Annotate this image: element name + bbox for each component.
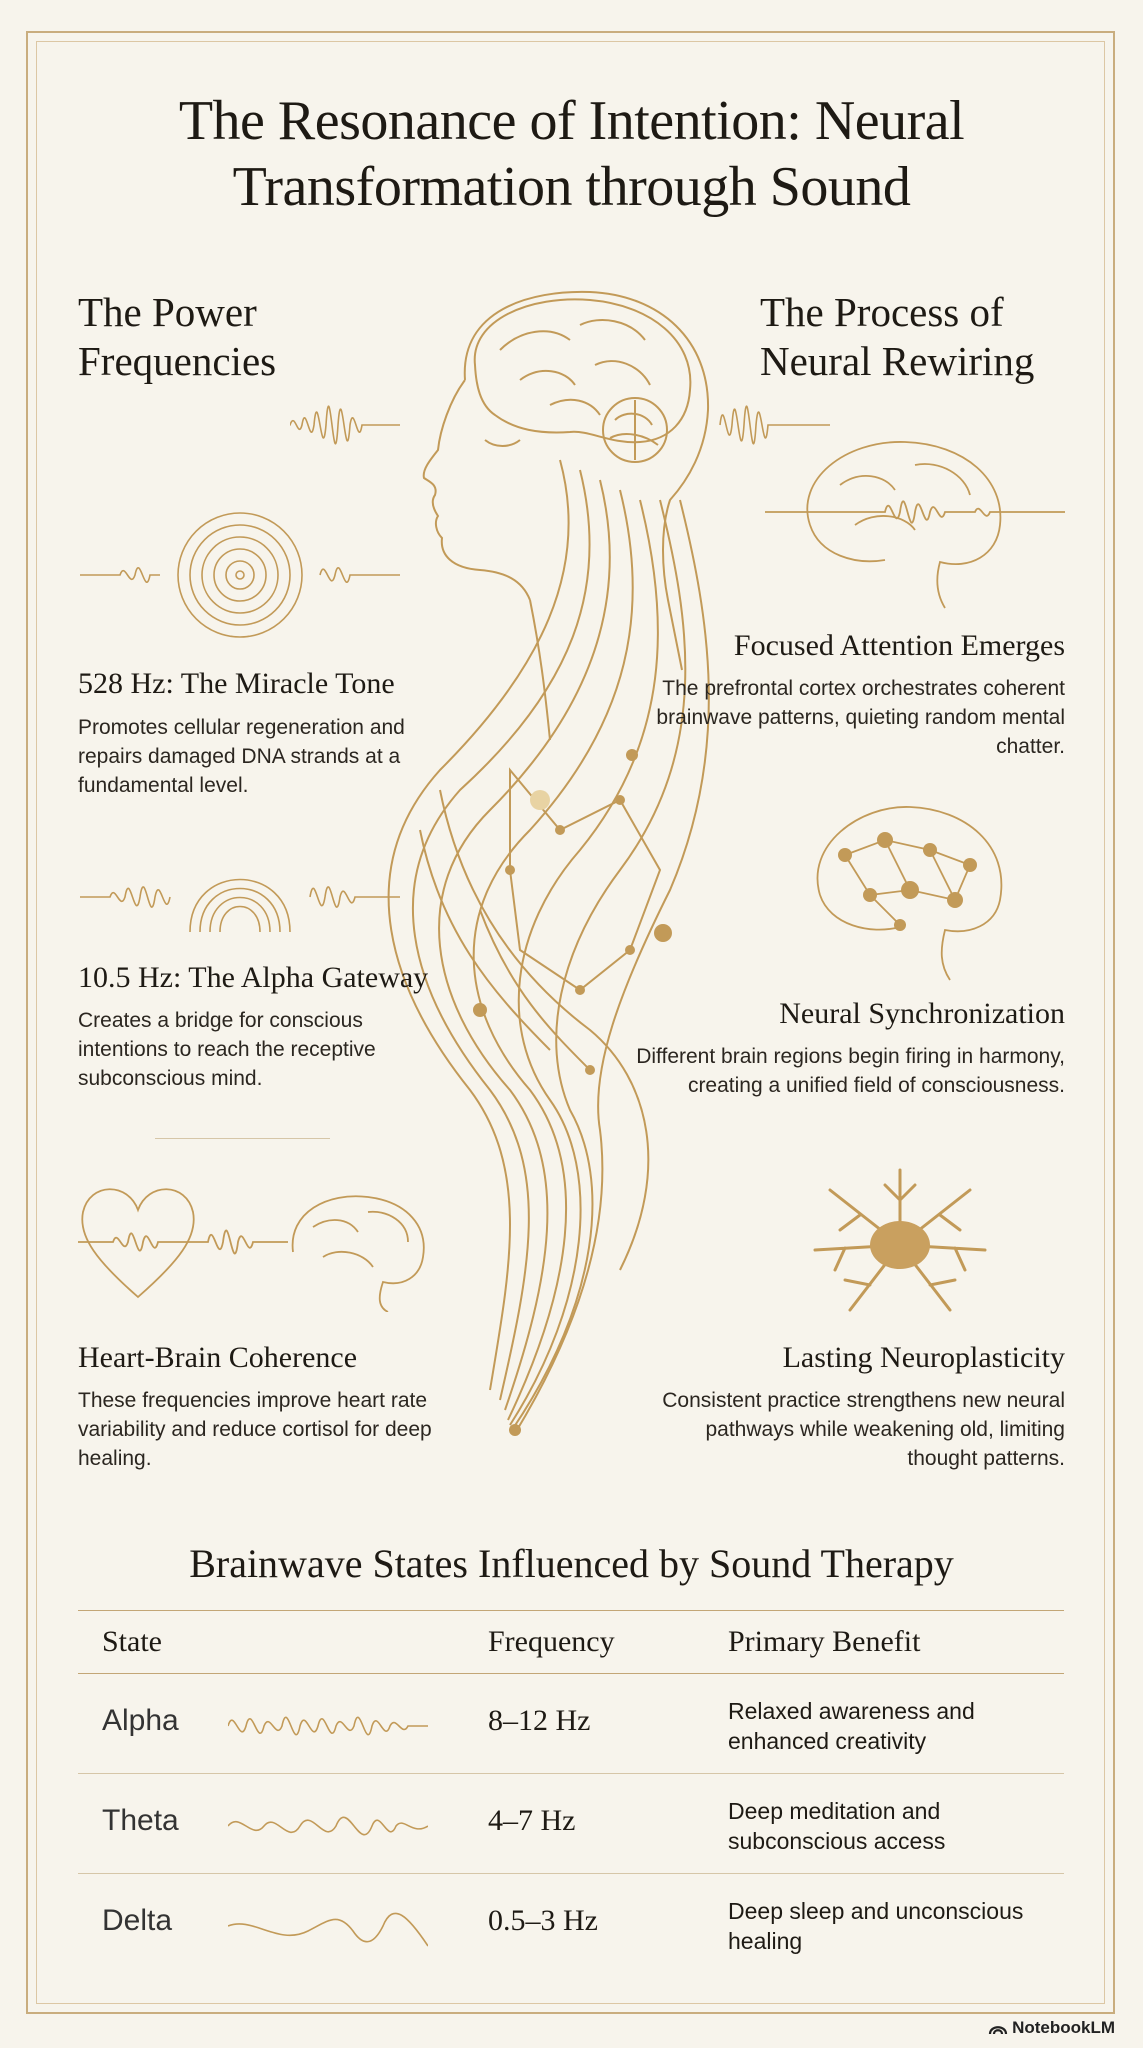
left-item-title: 528 Hz: The Miracle Tone <box>78 667 395 700</box>
brain-wave-icon <box>765 441 1065 609</box>
notebooklm-logo-icon <box>988 2026 1008 2035</box>
brain-network-icon <box>816 806 1003 981</box>
alpha-wave-icon <box>228 1716 428 1736</box>
left-item-desc: Creates a bridge for conscious intention… <box>78 1009 376 1090</box>
page-title: The Resonance of Intention: Neural Trans… <box>178 90 965 218</box>
state-cell: Theta <box>102 1804 179 1837</box>
right-item-title: Focused Attention Emerges <box>733 629 1065 662</box>
left-heading: The Power Frequencies <box>78 289 277 384</box>
right-item-desc: Consistent practice strengthens new neur… <box>662 1389 1065 1470</box>
left-item-desc: Promotes cellular regeneration and repai… <box>78 716 405 797</box>
right-item-desc: Different brain regions begin firing in … <box>636 1045 1065 1097</box>
table-row: Alpha 8–12 Hz Relaxed awareness and enha… <box>78 1674 1064 1774</box>
frequency-cell: 4–7 Hz <box>488 1804 576 1837</box>
table-header: State Frequency Primary Benefit <box>78 1610 1064 1674</box>
left-item-title: Heart-Brain Coherence <box>78 1341 358 1374</box>
heart-brain-icon <box>78 1188 425 1312</box>
right-item-desc: The prefrontal cortex orchestrates coher… <box>656 677 1065 758</box>
benefit-cell: Deep sleep and unconscious healing <box>728 1898 1024 1954</box>
head-silhouette-icon <box>290 290 830 1436</box>
spiral-wave-icon <box>80 512 400 638</box>
neuron-icon <box>813 1168 987 1312</box>
left-item-desc: These frequencies improve heart rate var… <box>78 1389 432 1470</box>
header-benefit: Primary Benefit <box>728 1625 921 1658</box>
theta-wave-icon <box>228 1816 428 1836</box>
inner-frame <box>36 41 1105 2004</box>
benefit-cell: Deep meditation and subconscious access <box>728 1798 946 1854</box>
frequency-cell: 8–12 Hz <box>488 1704 591 1737</box>
right-heading: The Process of Neural Rewiring <box>760 289 1035 384</box>
frequency-cell: 0.5–3 Hz <box>488 1904 598 1937</box>
left-item-title: 10.5 Hz: The Alpha Gateway <box>78 961 429 994</box>
brainwave-table: State Frequency Primary Benefit Alpha 8–… <box>78 1610 1064 1973</box>
right-item-title: Lasting Neuroplasticity <box>782 1341 1065 1374</box>
delta-wave-icon <box>228 1912 428 1947</box>
right-item-title: Neural Synchronization <box>779 997 1065 1030</box>
divider <box>155 1138 330 1139</box>
table-row: Delta 0.5–3 Hz Deep sleep and unconsciou… <box>78 1874 1064 1973</box>
footer-brand: NotebookLM <box>988 2018 1115 2038</box>
header-state: State <box>102 1625 162 1658</box>
table-row: Theta 4–7 Hz Deep meditation and subcons… <box>78 1774 1064 1874</box>
table-title: Brainwave States Influenced by Sound The… <box>189 1541 954 1586</box>
arch-wave-icon <box>80 878 400 933</box>
header-frequency: Frequency <box>488 1625 615 1658</box>
benefit-cell: Relaxed awareness and enhanced creativit… <box>728 1698 975 1754</box>
outer-frame <box>26 31 1115 2014</box>
state-cell: Delta <box>102 1904 173 1937</box>
state-cell: Alpha <box>102 1704 179 1737</box>
footer-label: NotebookLM <box>1012 2018 1115 2037</box>
